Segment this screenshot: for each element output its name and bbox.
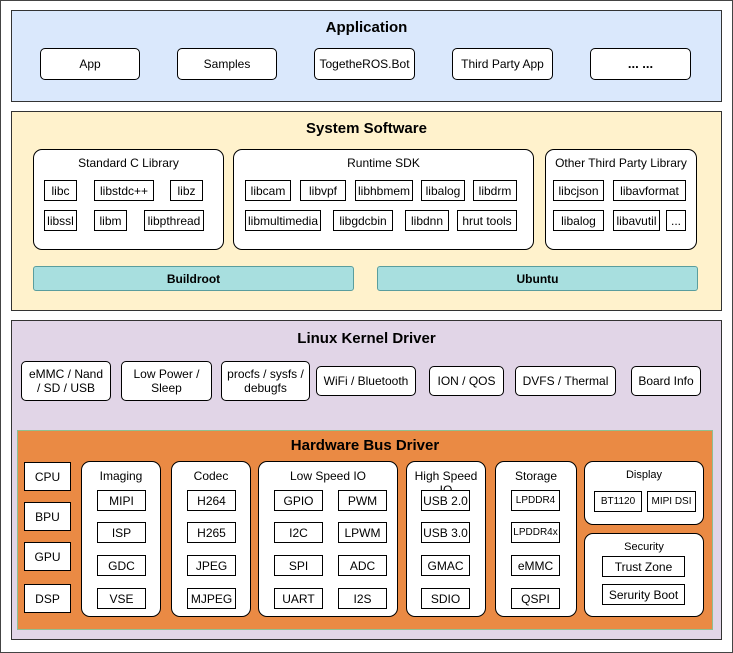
low-speed-io-item: I2S bbox=[338, 588, 387, 609]
imaging-item: ISP bbox=[97, 522, 146, 543]
lib-item: libgdcbin bbox=[333, 210, 393, 231]
system-software-title: System Software bbox=[306, 120, 427, 137]
kernel-title: Linux Kernel Driver bbox=[297, 330, 436, 347]
codec-item: H265 bbox=[187, 522, 236, 543]
low-speed-io-item: SPI bbox=[274, 555, 323, 576]
application-title: Application bbox=[325, 19, 408, 36]
lib-item: libavformat bbox=[613, 180, 686, 201]
storage-group: Storage bbox=[495, 461, 577, 617]
lib-item: libvpf bbox=[300, 180, 346, 201]
low-speed-io-title: Low Speed IO bbox=[289, 469, 367, 483]
low-speed-io-item: I2C bbox=[274, 522, 323, 543]
buildroot-bar: Buildroot bbox=[33, 266, 354, 291]
storage-item: LPDDR4x bbox=[511, 522, 560, 543]
lib-item: libavutil bbox=[613, 210, 660, 231]
codec-title: Codec bbox=[193, 469, 229, 483]
lib-item: ... bbox=[666, 210, 686, 231]
codec-item: H264 bbox=[187, 490, 236, 511]
imaging-title: Imaging bbox=[99, 469, 143, 483]
high-speed-io-item: USB 3.0 bbox=[421, 522, 470, 543]
core-cpu: CPU bbox=[24, 462, 71, 491]
hardware-bus-title: Hardware Bus Driver bbox=[290, 437, 440, 454]
security-title: Security bbox=[624, 541, 664, 553]
lib-item: libpthread bbox=[144, 210, 204, 231]
lib-item: libssl bbox=[44, 210, 77, 231]
imaging-item: MIPI bbox=[97, 490, 146, 511]
codec-item: JPEG bbox=[187, 555, 236, 576]
storage-title: Storage bbox=[514, 469, 558, 483]
app-item-third-party-app: Third Party App bbox=[452, 48, 553, 80]
lib-item: libcam bbox=[245, 180, 291, 201]
app-item-togetheros-bot: TogetheROS.Bot bbox=[314, 48, 415, 80]
core-dsp: DSP bbox=[24, 584, 71, 613]
imaging-item: VSE bbox=[97, 588, 146, 609]
imaging-item: GDC bbox=[97, 555, 146, 576]
security-item: Serurity Boot bbox=[602, 584, 685, 605]
low-speed-io-item: UART bbox=[274, 588, 323, 609]
high-speed-io-item: USB 2.0 bbox=[421, 490, 470, 511]
lib-item: libalog bbox=[421, 180, 465, 201]
lib-item: libmultimedia bbox=[245, 210, 321, 231]
high-speed-io-item: SDIO bbox=[421, 588, 470, 609]
display-item: MIPI DSI bbox=[647, 491, 696, 512]
lib-item: hrut tools bbox=[457, 210, 517, 231]
kernel-item-wifi-bluetooth: WiFi / Bluetooth bbox=[316, 366, 416, 396]
storage-item: QSPI bbox=[511, 588, 560, 609]
low-speed-io-item: PWM bbox=[338, 490, 387, 511]
low-speed-io-item: ADC bbox=[338, 555, 387, 576]
other-third-party-title: Other Third Party Library bbox=[555, 156, 687, 170]
storage-item: LPDDR4 bbox=[511, 490, 560, 511]
security-item: Trust Zone bbox=[602, 556, 685, 577]
kernel-item-emmc-nand-sd-usb: eMMC / Nand / SD / USB bbox=[21, 361, 111, 401]
lib-item: libc bbox=[44, 180, 77, 201]
kernel-item-low-power-sleep: Low Power / Sleep bbox=[121, 361, 212, 401]
core-bpu: BPU bbox=[24, 502, 71, 531]
kernel-item-ion-qos: ION / QOS bbox=[429, 366, 504, 396]
app-item-samples: Samples bbox=[177, 48, 277, 80]
storage-item: eMMC bbox=[511, 555, 560, 576]
std-c-library-title: Standard C Library bbox=[78, 156, 179, 170]
display-title: Display bbox=[625, 469, 663, 481]
lib-item: libdrm bbox=[473, 180, 517, 201]
ubuntu-bar: Ubuntu bbox=[377, 266, 698, 291]
runtime-sdk-title: Runtime SDK bbox=[347, 156, 420, 170]
low-speed-io-item: GPIO bbox=[274, 490, 323, 511]
kernel-item-dvfs-thermal: DVFS / Thermal bbox=[515, 366, 616, 396]
core-gpu: GPU bbox=[24, 542, 71, 571]
lib-item: libhbmem bbox=[355, 180, 413, 201]
lib-item: libz bbox=[170, 180, 203, 201]
lib-item: libdnn bbox=[405, 210, 449, 231]
display-item: BT1120 bbox=[594, 491, 642, 512]
low-speed-io-item: LPWM bbox=[338, 522, 387, 543]
lib-item: libm bbox=[94, 210, 127, 231]
lib-item: libcjson bbox=[553, 180, 604, 201]
kernel-item-board-info: Board Info bbox=[631, 366, 701, 396]
lib-item: libstdc++ bbox=[94, 180, 154, 201]
lib-item: libalog bbox=[553, 210, 604, 231]
codec-item: MJPEG bbox=[187, 588, 236, 609]
high-speed-io-item: GMAC bbox=[421, 555, 470, 576]
app-item-more: ... ... bbox=[590, 48, 691, 80]
kernel-item-procfs-sysfs-debugfs: procfs / sysfs / debugfs bbox=[221, 361, 310, 401]
app-item-app: App bbox=[40, 48, 140, 80]
